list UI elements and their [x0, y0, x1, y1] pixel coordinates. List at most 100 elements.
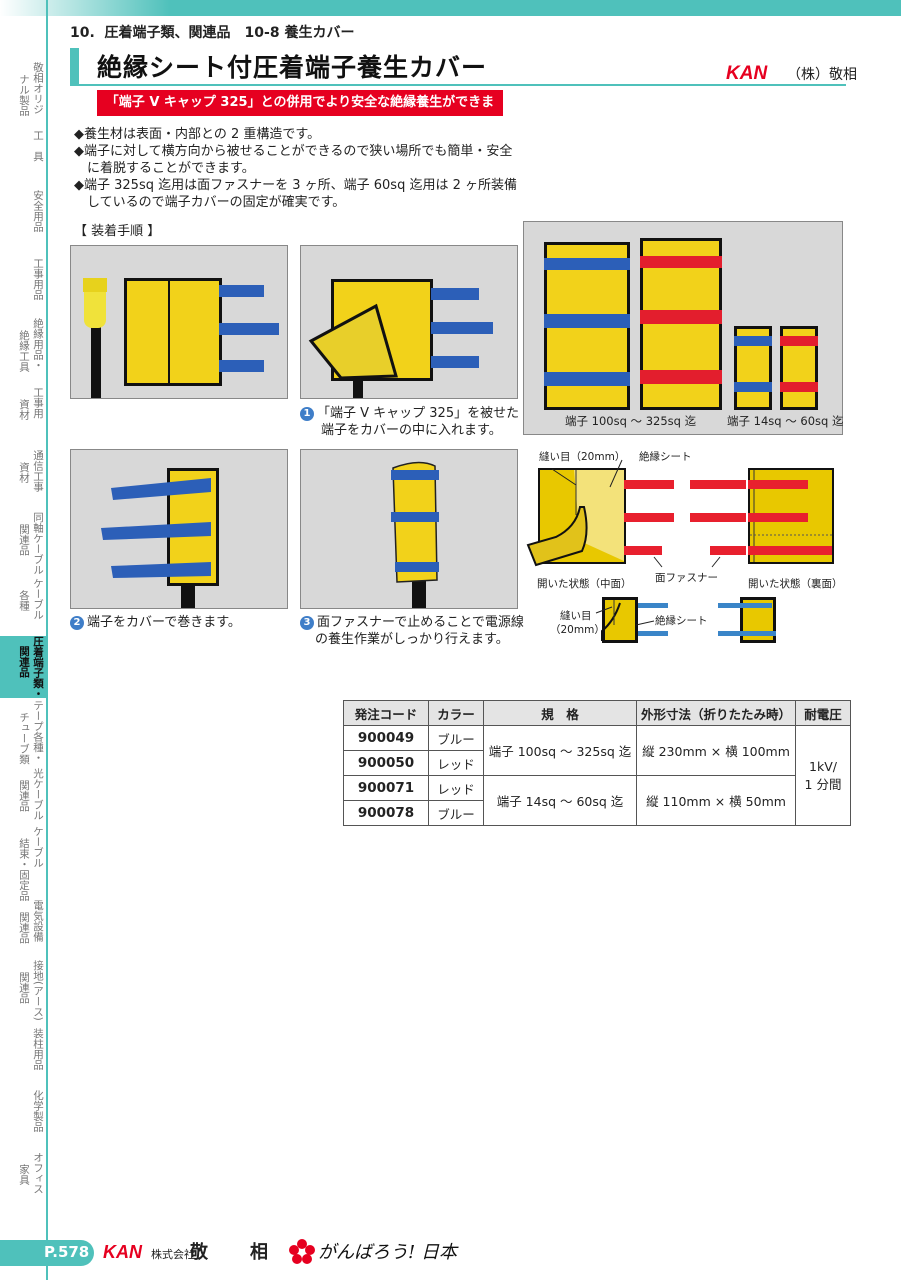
sidebar-item-sublabel: 関連品 [18, 524, 30, 556]
sidebar-item-sublabel: 関連品 [18, 780, 30, 812]
sidebar-item-label: 接地(アース) [32, 960, 44, 1021]
page-number: P.578 [44, 1243, 90, 1261]
feature-line: ◆養生材は表面・内部との 2 重構造です。 [74, 127, 321, 142]
svg-text:KAN: KAN [103, 1242, 143, 1262]
sidebar-item-label: 工事用品 [32, 258, 44, 300]
footer-slogan: がんばろう! 日本 [318, 1242, 457, 1263]
sidebar-item-sublabel: 関連品 [18, 972, 30, 1004]
sidebar-item-sublabel: 関連品 [18, 646, 30, 678]
sidebar-item-sublabel: 家具 [18, 1164, 30, 1185]
sidebar-item-sublabel: ナル製品 [18, 74, 30, 116]
sidebar-item-sublabel: チューブ類 [18, 712, 30, 765]
sidebar-item-sublabel: 絶縁工具 [18, 330, 30, 372]
table-header: 規 格 [483, 700, 637, 726]
sidebar-item-label: 工事用 [32, 387, 44, 419]
product-label-small: 端子 14sq 〜 60sq 迄 [727, 414, 844, 428]
color-cell: レッド [428, 750, 484, 776]
step-text: 端子をカバーの中に入れます。 [321, 423, 502, 438]
sidebar-item-label: 絶縁用品・ [32, 318, 44, 371]
step-text: の養生作業がしっかり行えます。 [315, 632, 509, 647]
spec-table: 発注コード カラー 規 格 外形寸法（折りたたみ時） 耐電圧 900049 ブル… [343, 700, 852, 826]
table-row: 900078 ブルー [343, 800, 851, 826]
sidebar-item-label: 装柱用品 [32, 1028, 44, 1070]
step-photo-2 [70, 449, 288, 609]
sidebar-active-tab [0, 636, 48, 698]
step-photo-3 [300, 449, 518, 609]
table-row: 900071 レッド 端子 14sq 〜 60sq 迄 縦 110mm × 横 … [343, 775, 851, 826]
spec-cell: 端子 14sq 〜 60sq 迄 [483, 775, 637, 826]
step-photo-1 [300, 245, 518, 399]
kan-logo: KAN [726, 62, 784, 86]
company-name: （株）敬相 [787, 67, 857, 83]
order-code: 900071 [343, 775, 429, 801]
voltage-duration: 1 分間 [804, 776, 842, 792]
step-number-badge: 3 [300, 616, 314, 630]
steps-heading: 【 装着手順 】 [74, 224, 161, 239]
sidebar-item-sublabel: 資材 [18, 462, 30, 483]
table-header: カラー [428, 700, 484, 726]
voltage-cell: 1kV/ 1 分間 [795, 725, 852, 826]
diagram-label-fastener: 面ファスナー [655, 572, 718, 584]
sidebar-item-label: 化学製品 [32, 1090, 44, 1132]
table-header-row: 発注コード カラー 規 格 外形寸法（折りたたみ時） 耐電圧 [343, 700, 852, 726]
tagline-banner: 「端子 V キャップ 325」との併用でより安全な絶縁養生ができます。 [97, 90, 503, 136]
diagram-label-seam-small: 縫い目 [560, 610, 592, 622]
diagram-label-seam-small: （20mm） [550, 624, 605, 636]
order-code: 900078 [343, 800, 429, 826]
sidebar-item-label: 光ケーブル [32, 768, 44, 821]
step-caption-1: 1「端子 V キャップ 325」を被せた 端子をカバーの中に入れます。 [300, 405, 519, 439]
sidebar-item-label: オフィス [32, 1152, 44, 1194]
breadcrumb: 10. 圧着端子類、関連品 10-8 養生カバー [70, 25, 355, 41]
sidebar-item-label: ケーブル [32, 826, 44, 868]
table-header: 発注コード [343, 700, 429, 726]
sidebar-item-label: 安全用品 [32, 190, 44, 232]
footer-company-label: 株式会社 [151, 1248, 195, 1261]
spec-cell: 端子 100sq 〜 325sq 迄 [483, 725, 637, 776]
color-cell: ブルー [428, 725, 484, 751]
step-photo-0 [70, 245, 288, 399]
svg-text:KAN: KAN [726, 63, 768, 82]
title-accent-bar [70, 48, 79, 84]
product-photo [523, 221, 843, 435]
step-text: 端子をカバーで巻きます。 [87, 615, 241, 630]
step-number-badge: 1 [300, 407, 314, 421]
structure-diagram: 縫い目（20mm） 絶縁シート 開いた状態（中面） 面ファスナー 開いた状態（裏… [522, 445, 846, 655]
cherry-blossom-icon [288, 1238, 316, 1270]
diagram-label-seam: 縫い目（20mm） [539, 451, 626, 463]
size-cell: 縦 110mm × 横 50mm [635, 775, 797, 826]
diagram-label-sheet: 絶縁シート [639, 451, 692, 463]
feature-line: ◆端子 325sq 迄用は面ファスナーを 3 ヶ所、端子 60sq 迄用は 2 … [74, 178, 518, 193]
top-band [0, 0, 901, 16]
diagram-label-open-inside: 開いた状態（中面） [537, 578, 632, 590]
step-number-badge: 2 [70, 616, 84, 630]
sidebar-item-label: 電気設備 [32, 900, 44, 942]
table-header: 外形寸法（折りたたみ時） [635, 700, 797, 726]
diagram-label-open-back: 開いた状態（裏面） [748, 578, 843, 590]
sidebar-item-label: 敬相オリジ [32, 62, 44, 115]
page-title: 絶縁シート付圧着端子養生カバー [97, 53, 488, 82]
sidebar-item-sublabel: 関連品 [18, 912, 30, 944]
sidebar-item-label: 通信工事 [32, 450, 44, 492]
footer-company-name: 敬相 [190, 1242, 310, 1263]
feature-line: に着脱することができます。 [74, 161, 255, 176]
product-label-large: 端子 100sq 〜 325sq 迄 [565, 414, 697, 428]
footer-kan-logo: KAN [103, 1240, 151, 1266]
sidebar-item-label: 圧着端子類・ [32, 636, 44, 699]
sidebar-item-label: 同軸ケーブル [32, 512, 44, 575]
feature-line: ◆端子に対して横方向から被せることができるので狭い場所でも簡単・安全 [74, 144, 513, 159]
order-code: 900050 [343, 750, 429, 776]
size-cell: 縦 230mm × 横 100mm [635, 725, 797, 776]
feature-line: しているので端子カバーの固定が確実です。 [74, 195, 346, 210]
page-badge [0, 1240, 94, 1266]
table-header: 耐電圧 [795, 700, 852, 726]
top-band-fade [0, 0, 170, 16]
diagram-label-sheet-small: 絶縁シート [655, 615, 708, 627]
table-row: 900050 レッド [343, 750, 851, 776]
color-cell: ブルー [428, 800, 484, 826]
table-row: 900049 ブルー 端子 100sq 〜 325sq 迄 縦 230mm × … [343, 725, 852, 826]
sidebar-item-label: ケーブル [32, 578, 44, 620]
title-rule [70, 84, 846, 86]
step-text: 「端子 V キャップ 325」を被せた [317, 406, 520, 421]
